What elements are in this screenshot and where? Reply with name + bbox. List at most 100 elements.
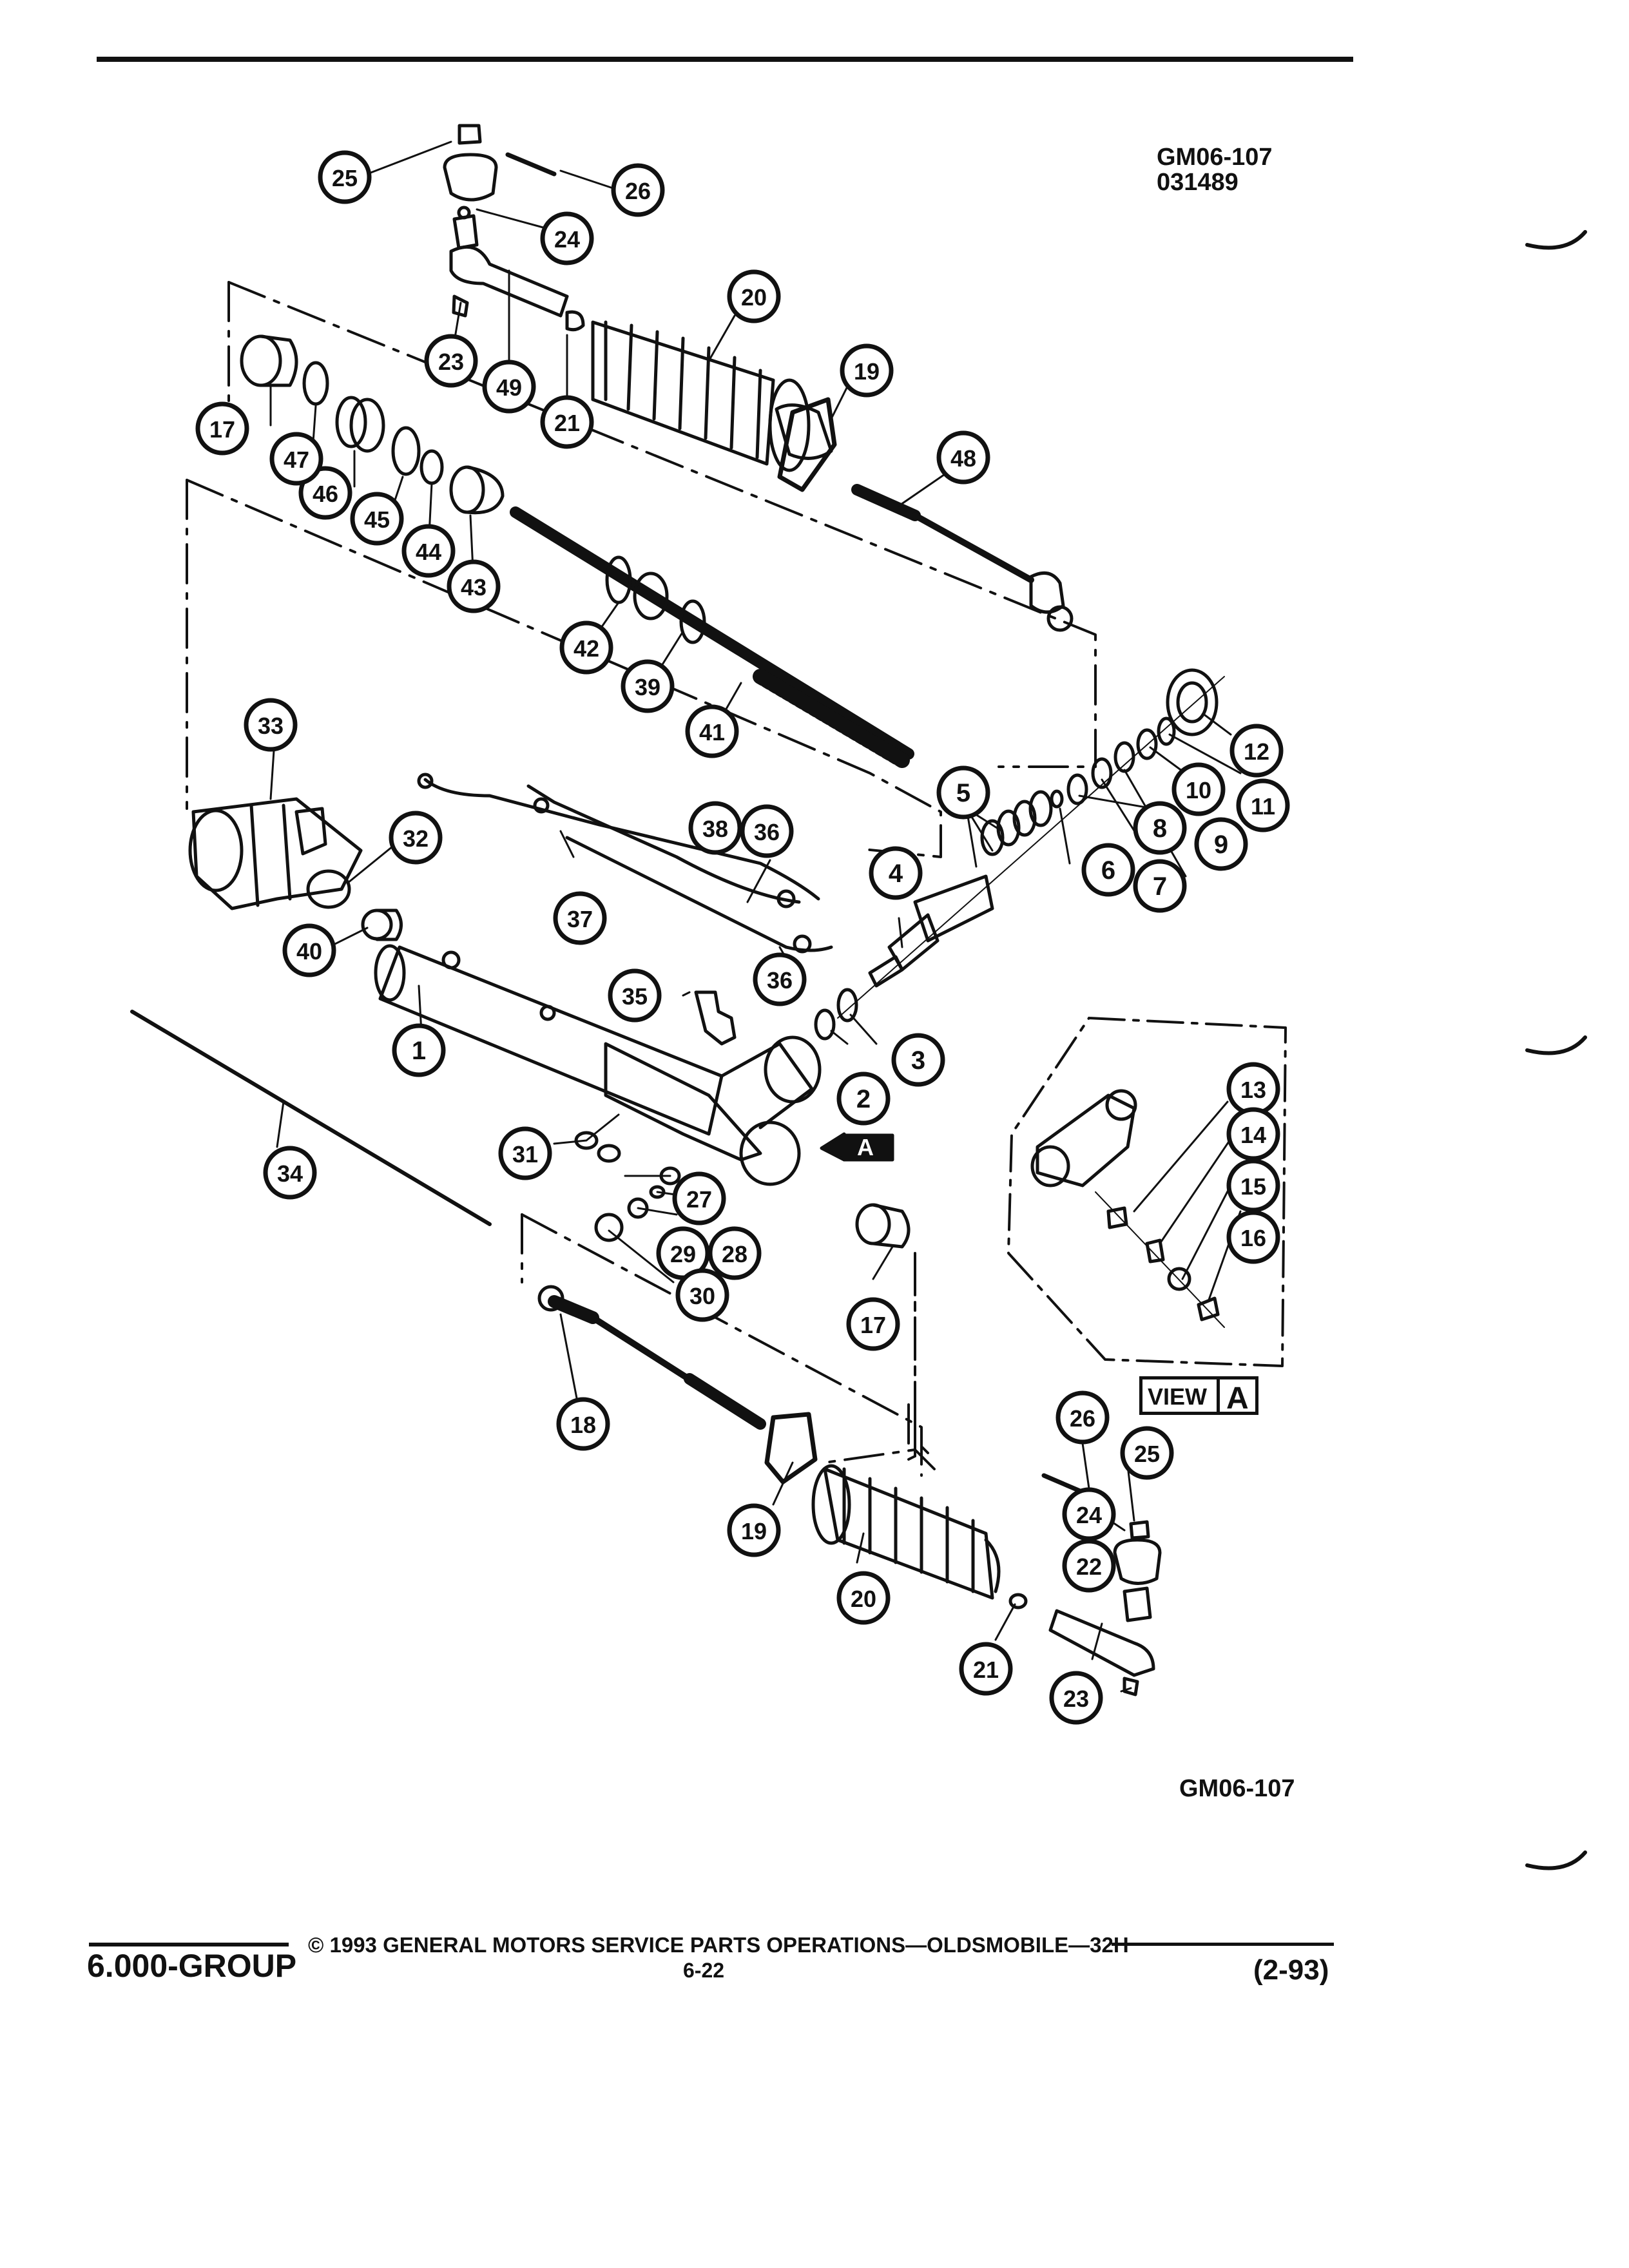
- callout-number: 21: [973, 1657, 999, 1683]
- callout-circle: [936, 430, 990, 485]
- callout-circle: [959, 1642, 1013, 1696]
- callout-circle: [1062, 1539, 1116, 1593]
- callout-49: 49: [482, 360, 536, 414]
- callout-number: 31: [512, 1141, 538, 1168]
- callout-40: 40: [282, 923, 336, 977]
- callout-circle: [540, 395, 594, 449]
- callout-group: 1234567891011121314151617171819192020212…: [195, 150, 1290, 1725]
- arrow-letter: A: [857, 1134, 874, 1160]
- view-a-label: VIEW A: [1139, 1376, 1258, 1416]
- callout-24: 24: [1062, 1487, 1116, 1541]
- callout-circle: [1133, 801, 1187, 855]
- callout-9: 9: [1194, 817, 1248, 871]
- tie-rod-end-top: [443, 124, 585, 332]
- callout-36: 36: [753, 952, 807, 1006]
- callout-circle: [608, 968, 662, 1023]
- callout-number: 22: [1076, 1553, 1102, 1580]
- callout-circle: [753, 952, 807, 1006]
- callout-circle: [1049, 1671, 1103, 1725]
- callout-19: 19: [727, 1503, 781, 1557]
- callout-17: 17: [846, 1297, 900, 1351]
- callout-17: 17: [195, 401, 249, 456]
- transfer-lines: [417, 773, 833, 954]
- ring-3: [836, 988, 858, 1023]
- callout-28: 28: [708, 1226, 762, 1280]
- callout-circle: [891, 1033, 945, 1087]
- callout-circle: [936, 765, 990, 820]
- callout-22: 22: [1062, 1539, 1116, 1593]
- part-30: [594, 1213, 624, 1242]
- callout-24: 24: [540, 211, 594, 265]
- callout-37: 37: [553, 891, 607, 945]
- callout-number: 17: [860, 1312, 886, 1338]
- callout-11: 11: [1236, 778, 1290, 832]
- boot-clamp-bottom: [764, 1412, 818, 1485]
- callout-circle: [672, 1171, 726, 1225]
- fitting-35: [694, 990, 737, 1046]
- callout-number: 20: [851, 1586, 876, 1612]
- callout-21: 21: [959, 1642, 1013, 1696]
- cap-12: [1166, 668, 1219, 736]
- callout-46: 46: [298, 466, 352, 520]
- callout-circle: [556, 1397, 610, 1451]
- callout-number: 1: [412, 1037, 426, 1065]
- callout-number: 28: [722, 1241, 747, 1267]
- callout-number: 45: [364, 506, 390, 533]
- callout-circle: [1055, 1390, 1110, 1445]
- callout-circle: [447, 559, 501, 613]
- callout-circle: [846, 1297, 900, 1351]
- callout-circle: [869, 846, 923, 900]
- callout-7: 7: [1133, 859, 1187, 913]
- ring-45: [391, 426, 421, 476]
- callout-12: 12: [1229, 724, 1284, 778]
- callout-18: 18: [556, 1397, 610, 1451]
- callout-44: 44: [401, 524, 456, 578]
- callout-circle: [621, 659, 675, 713]
- figure-code: GM06-107: [1157, 144, 1273, 171]
- callout-number: 13: [1240, 1077, 1266, 1103]
- callout-26: 26: [1055, 1390, 1110, 1445]
- callout-circle: [350, 492, 404, 546]
- callout-circle: [1133, 859, 1187, 913]
- gear-housing-tube: [374, 944, 822, 1186]
- view-letter: A: [1226, 1381, 1249, 1416]
- callout-circle: [1120, 1426, 1174, 1480]
- callout-number: 30: [689, 1283, 715, 1309]
- callout-number: 44: [416, 539, 441, 565]
- callout-number: 5: [956, 779, 970, 807]
- ring-32: [306, 869, 351, 909]
- callout-number: 21: [554, 410, 580, 436]
- callout-21: 21: [540, 395, 594, 449]
- callout-number: 19: [741, 1518, 767, 1544]
- callout-number: 42: [574, 635, 599, 662]
- callout-circle: [318, 150, 372, 204]
- callout-20: 20: [727, 269, 781, 323]
- pinion-axis: [837, 676, 1225, 1019]
- figure-date-code: 031489: [1157, 169, 1239, 196]
- footer-date: (2-93): [1253, 1954, 1329, 1986]
- callout-number: 29: [670, 1241, 696, 1267]
- callout-10: 10: [1171, 762, 1226, 816]
- callout-number: 47: [284, 447, 309, 473]
- ring-7: [1066, 773, 1088, 805]
- callout-41: 41: [685, 704, 739, 758]
- callout-20: 20: [836, 1571, 891, 1625]
- callout-circle: [263, 1146, 317, 1200]
- callout-circle: [195, 401, 249, 456]
- callout-31: 31: [498, 1126, 552, 1180]
- footer-rule-left: [89, 1943, 289, 1946]
- callout-number: 37: [567, 906, 593, 932]
- ring-9: [1113, 741, 1135, 773]
- footer-page-number: 6-22: [683, 1959, 725, 1982]
- callout-number: 26: [625, 178, 651, 204]
- callout-number: 38: [702, 816, 728, 842]
- callout-38: 38: [688, 801, 742, 855]
- callout-26: 26: [611, 163, 665, 217]
- callout-circle: [740, 804, 794, 858]
- callout-23: 23: [424, 334, 478, 388]
- view-a-outline: [1007, 1017, 1287, 1367]
- callout-number: 12: [1244, 738, 1269, 765]
- callout-circle: [1171, 762, 1226, 816]
- piston-seal: [633, 572, 669, 620]
